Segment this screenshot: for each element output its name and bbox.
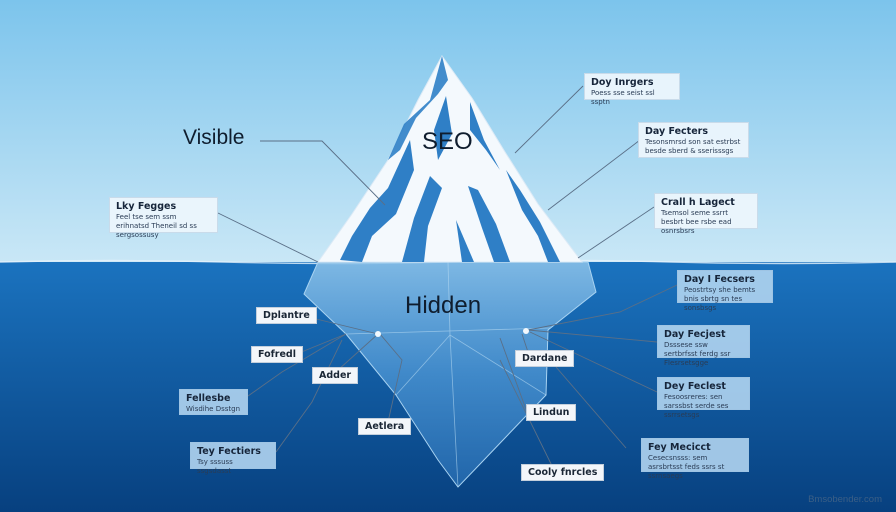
callout-title: Tey Fectiers bbox=[197, 446, 261, 457]
callout-title: Day Fecjest bbox=[664, 329, 726, 340]
connector-node bbox=[523, 328, 529, 334]
callout-text: Feel tse sem ssm erihnatsd Theneil sd ss… bbox=[116, 213, 197, 239]
tag-5: Dardane bbox=[515, 350, 575, 367]
callout-text: Poess sse seist ssl ssptn bbox=[591, 89, 655, 106]
callout-top-3: Crall h Lagect Tsemsol seme ssrrt besbrt… bbox=[654, 193, 758, 235]
connector-node bbox=[375, 331, 381, 337]
callout-title: Crall h Lagect bbox=[661, 197, 735, 208]
connector-lines bbox=[217, 85, 678, 473]
seo-label: SEO bbox=[422, 128, 473, 155]
iceberg-peak-shading bbox=[340, 56, 560, 262]
visible-label: Visible bbox=[183, 126, 245, 149]
iceberg-underwater bbox=[303, 261, 597, 488]
callout-text: Tesonsmrsd son sat estrbst besde sberd &… bbox=[645, 138, 741, 155]
callout-left: Lky Fegges Feel tse sem ssm erihnatsd Th… bbox=[109, 197, 218, 239]
callout-text: Cesecsnsss: sem asrsbrtsst feds ssrs st … bbox=[648, 454, 725, 480]
callout-title: Dey Feclest bbox=[664, 381, 726, 392]
hidden-label: Hidden bbox=[405, 292, 482, 319]
callout-title: Lky Fegges bbox=[116, 201, 177, 212]
tag-3: Adder bbox=[312, 367, 359, 384]
callout-title: Doy Inrgers bbox=[591, 77, 654, 88]
callout-text: Wisdihe Dsstgn bbox=[186, 405, 241, 413]
callout-top-1: Doy Inrgers Poess sse seist ssl ssptn bbox=[584, 73, 680, 106]
callout-title: Fellesbe bbox=[186, 393, 231, 404]
callout-right-4: Fey Mecicct Cesecsnsss: sem asrsbrtsst f… bbox=[641, 438, 749, 480]
callout-right-1: Day I Fecsers Peostrtsy she bemts bnis s… bbox=[677, 270, 773, 312]
callout-left-1: Fellesbe Wisdihe Dsstgn bbox=[179, 389, 248, 415]
tag-4: Aetlera bbox=[358, 418, 412, 435]
tag-2: Fofredl bbox=[251, 346, 303, 363]
callout-title: Fey Mecicct bbox=[648, 442, 711, 453]
callout-text: Tsy sssuss ssgsdasst bbox=[197, 458, 233, 475]
credit-text: Bmsobender.com bbox=[808, 494, 882, 505]
callout-top-2: Day Fecters Tesonsmrsd son sat estrbst b… bbox=[638, 122, 749, 158]
callout-text: Peostrtsy she bemts bnis sbrtg sn tes so… bbox=[684, 286, 756, 312]
callout-title: Day I Fecsers bbox=[684, 274, 755, 285]
callout-title: Day Fecters bbox=[645, 126, 709, 137]
callout-left-2: Tey Fectiers Tsy sssuss ssgsdasst bbox=[190, 442, 276, 475]
tag-6: Lindun bbox=[526, 404, 577, 421]
callout-right-3: Dey Feclest Fesoosreres: sen sarssbst se… bbox=[657, 377, 750, 419]
callout-text: Fesoosreres: sen sarssbst serde ses ssrr… bbox=[664, 393, 729, 419]
tag-7: Cooly fnrcles bbox=[521, 464, 605, 481]
tag-1: Dplantre bbox=[256, 307, 317, 324]
callout-text: Tsemsol seme ssrrt besbrt bee rsbe ead o… bbox=[661, 209, 732, 235]
callout-text: Dsssese ssw sertbrfsst ferdg ssr Flesrse… bbox=[664, 341, 731, 367]
callout-right-2: Day Fecjest Dsssese ssw sertbrfsst ferdg… bbox=[657, 325, 750, 367]
